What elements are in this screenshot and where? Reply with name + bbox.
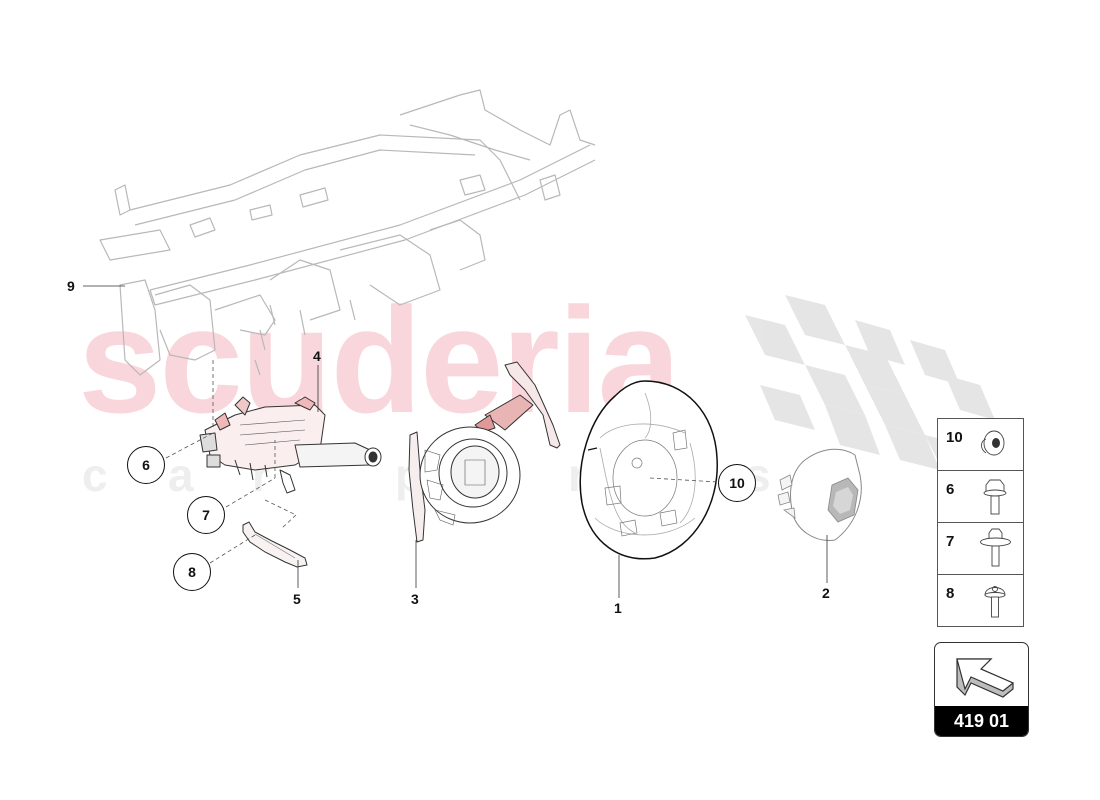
callout-9[interactable]: 9 <box>67 278 75 294</box>
callout-8-circled[interactable]: 8 <box>173 553 211 591</box>
callout-4[interactable]: 4 <box>313 348 321 364</box>
legend-label: 7 <box>946 533 955 550</box>
reference-box[interactable]: 419 01 <box>934 642 1029 737</box>
arrow-up-left-3d-icon <box>956 658 1015 698</box>
legend-label: 10 <box>946 429 963 446</box>
hex-flange-bolt-icon <box>983 479 1007 515</box>
torx-screw-icon <box>981 430 1005 456</box>
callout-10-circled[interactable]: 10 <box>718 464 756 502</box>
legend-row-6[interactable]: 6 <box>938 471 1023 523</box>
legend-label: 6 <box>946 481 955 498</box>
fastener-legend: 10 6 7 8 <box>937 418 1024 627</box>
callout-3[interactable]: 3 <box>411 591 419 607</box>
callout-2[interactable]: 2 <box>822 585 830 601</box>
torx-button-bolt-icon <box>984 586 1006 618</box>
clock-spring-drawing[interactable] <box>395 360 580 545</box>
legend-row-7[interactable]: 7 <box>938 523 1023 575</box>
callout-7-circled[interactable]: 7 <box>187 496 225 534</box>
watermark-letter: a <box>168 449 194 501</box>
bracket-drawing[interactable] <box>235 520 315 570</box>
steering-wheel-drawing[interactable] <box>575 378 725 563</box>
legend-label: 8 <box>946 585 955 602</box>
legend-row-10[interactable]: 10 <box>938 419 1023 471</box>
callout-6-circled[interactable]: 6 <box>127 446 165 484</box>
checkered-flag-watermark <box>745 295 995 485</box>
legend-row-8[interactable]: 8 <box>938 575 1023 626</box>
callout-5[interactable]: 5 <box>293 591 301 607</box>
reference-code: 419 01 <box>935 706 1028 736</box>
watermark-letter: c <box>82 449 108 501</box>
steering-column-drawing[interactable] <box>195 395 395 500</box>
watermark-scuderia: scuderia <box>78 276 681 444</box>
callout-1[interactable]: 1 <box>614 600 622 616</box>
hex-washer-bolt-icon <box>980 528 1011 567</box>
airbag-drawing[interactable] <box>770 440 865 550</box>
cross-car-beam-drawing[interactable] <box>99 60 620 380</box>
